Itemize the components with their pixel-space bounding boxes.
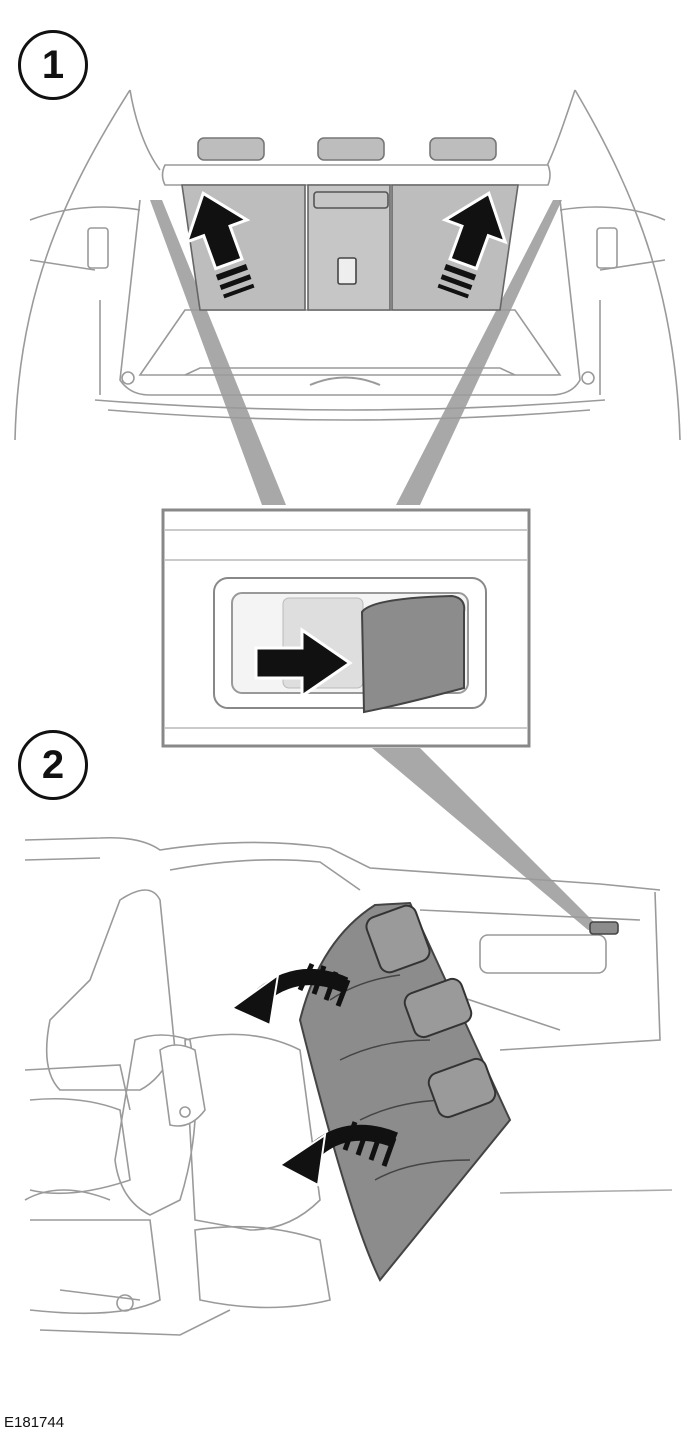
headrest-right xyxy=(429,137,497,161)
folding-seatback xyxy=(298,901,512,1282)
front-seat-headrest-side xyxy=(114,1034,197,1216)
rear-side-panel xyxy=(499,891,661,1051)
step-2-badge: 2 xyxy=(18,730,88,800)
rear-seat-base-left xyxy=(184,1033,321,1231)
seat-headrest-lower xyxy=(427,1057,497,1119)
body-line-left xyxy=(29,206,141,221)
seat-headrest-upper xyxy=(365,904,431,974)
latch-left xyxy=(87,227,109,269)
release-lever-small xyxy=(589,921,619,935)
callout-beam-left xyxy=(150,200,286,505)
tie-down-left xyxy=(121,371,135,385)
headrest-centre xyxy=(317,137,385,161)
figure-id: E181744 xyxy=(4,1414,65,1431)
callout-beams xyxy=(150,200,600,930)
roofline xyxy=(24,836,661,891)
boot-arrow-right xyxy=(437,191,508,299)
latch-right xyxy=(596,227,618,269)
push-arrow xyxy=(254,627,353,699)
cabin-interior xyxy=(24,836,673,1336)
front-headrest xyxy=(159,1044,206,1127)
body-right-outline xyxy=(574,89,681,441)
fold-arrows xyxy=(230,962,398,1187)
step-1-badge: 1 xyxy=(18,30,88,100)
rear-seat-cushion xyxy=(194,1225,331,1309)
pillar-left xyxy=(129,89,161,171)
boot-interior xyxy=(14,89,681,441)
body-line-right xyxy=(559,206,666,221)
pillar-right xyxy=(544,89,576,171)
fold-arrow-upper xyxy=(230,962,351,1027)
parcel-shelf xyxy=(161,164,551,186)
front-seat-back xyxy=(45,889,176,1091)
seatback-centre xyxy=(307,184,391,311)
release-lever[interactable] xyxy=(360,594,466,714)
boot-arrows xyxy=(184,191,508,299)
fold-arrow-lower xyxy=(278,1121,398,1187)
boot-arrow-left xyxy=(184,191,255,299)
boot-opening xyxy=(119,199,581,396)
tie-down-right xyxy=(581,371,595,385)
recess-outer xyxy=(213,577,487,709)
callout-beam-lower xyxy=(372,748,600,930)
seat-headrest-middle xyxy=(403,977,473,1039)
body-left-outline xyxy=(14,89,131,441)
front-seat-cushion xyxy=(29,1098,131,1195)
side-pocket xyxy=(479,934,607,974)
headrest-left xyxy=(197,137,265,161)
bumper-line xyxy=(94,399,606,411)
step-2-number: 2 xyxy=(41,742,65,787)
step-1-number: 1 xyxy=(41,42,65,87)
release-lever-detail xyxy=(161,508,531,748)
callout-beam-right xyxy=(396,200,562,505)
centre-seat-latch xyxy=(337,257,357,285)
